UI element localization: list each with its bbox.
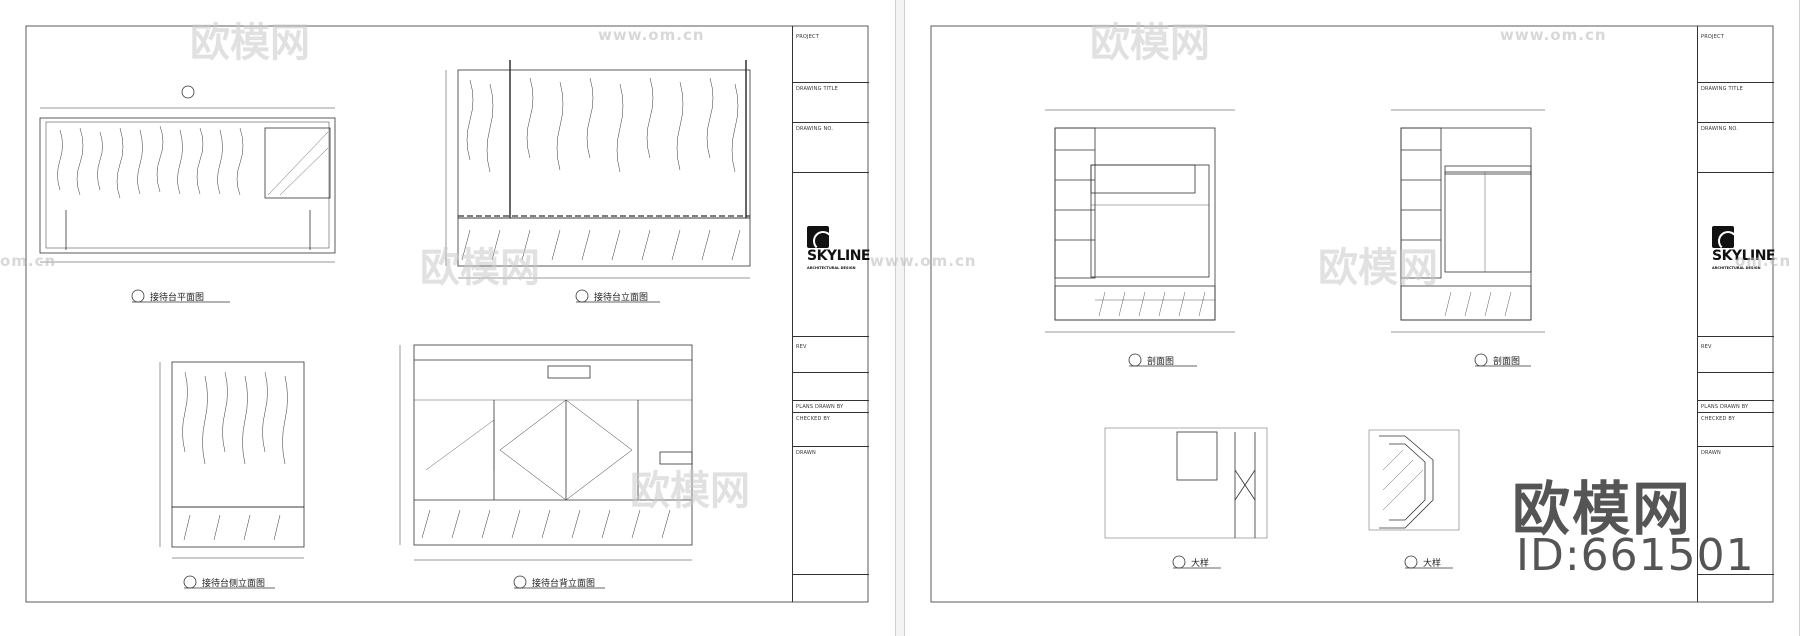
tb-rev: REV [796,344,807,350]
caption-back-elevation: 接待台背立面图 [532,579,596,589]
tb-drawing-title-r: DRAWING TITLE [1701,86,1744,92]
watermark-id: ID:661501 [1516,530,1755,581]
tb-drawing-no: DRAWING NO. [796,126,834,132]
logo-mark-icon [807,226,829,248]
tb-plans-drawn-by-r: PLANS DRAWN BY [1701,404,1749,410]
drawing-sheet-right: 剖面图 剖面图 大样 大样 PROJECT DRAWING TITLE DRAW… [904,0,1800,636]
watermark-brand-large: 欧模网 [1512,475,1693,543]
caption-detail-1: 大样 [1191,559,1210,569]
tb-checked-by: CHECKED BY [796,416,830,422]
tb-drawing-title: DRAWING TITLE [796,86,839,92]
caption-detail-2: 大样 [1423,559,1442,569]
drawing-sheet-left: 接待台平面图 接待台立面图 接待台侧立面图 接待台背立面图 PROJECT DR… [0,0,896,636]
cad-drawing-left [25,25,869,603]
logo-mark-icon [1712,226,1734,248]
tb-rev-r: REV [1701,344,1712,350]
skyline-logo: SKYLINE ARCHITECTURAL DESIGN [807,226,870,286]
skyline-logo-r: SKYLINE ARCHITECTURAL DESIGN [1712,226,1775,286]
tb-drawing-no-r: DRAWING NO. [1701,126,1739,132]
title-block-right: PROJECT DRAWING TITLE DRAWING NO. SKYLIN… [1697,26,1775,602]
sheet-divider [896,0,904,636]
tb-checked-by-r: CHECKED BY [1701,416,1735,422]
caption-elevation-a: 接待台立面图 [594,293,649,303]
caption-section-2: 剖面图 [1493,357,1521,367]
tb-plans-drawn-by: PLANS DRAWN BY [796,404,844,410]
tb-project-r: PROJECT [1701,34,1725,40]
caption-side-elevation: 接待台侧立面图 [202,579,266,589]
caption-section-1: 剖面图 [1147,357,1175,367]
tb-drawn: DRAWN [796,450,816,456]
cad-drawing-right [930,25,1774,603]
caption-plan: 接待台平面图 [150,293,205,303]
title-block-left: PROJECT DRAWING TITLE DRAWING NO. SKYLIN… [792,26,870,602]
tb-drawn-r: DRAWN [1701,450,1721,456]
tb-project: PROJECT [796,34,820,40]
